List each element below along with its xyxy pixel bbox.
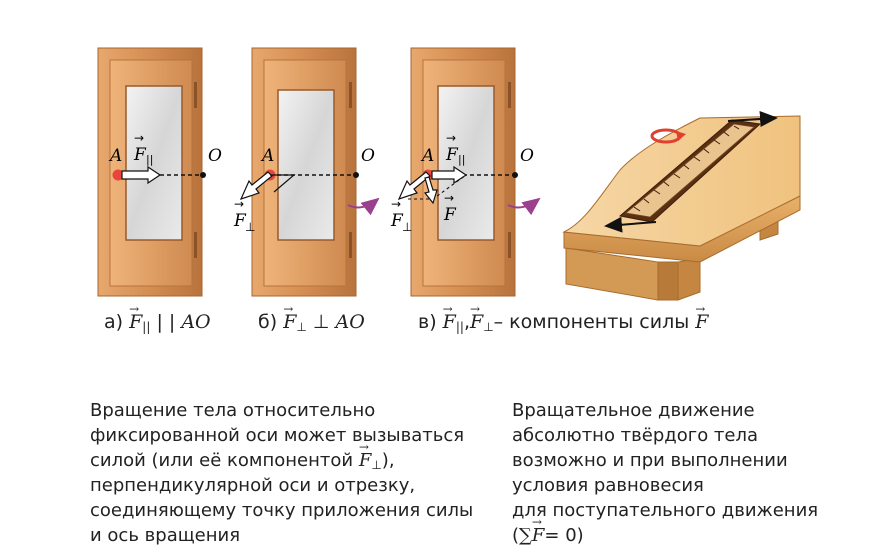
label-f-door-b: F [233,211,247,231]
caption-c-vector-par: F [443,297,456,334]
caption-c-vector-f: F [695,297,708,334]
right-line-6-pre: ( [512,525,520,546]
label-a-door-b: A [260,146,274,166]
left-line-3-sub: ⊥ [371,458,382,472]
caption-a: а) F|| | | AO [104,297,211,339]
caption-a-relation: | | [156,311,176,333]
caption-b: б) F⊥ ⊥ AO [258,297,365,339]
left-line-1: Вращение тела относительно [90,400,376,421]
left-paragraph: Вращение тела относительно фиксированной… [90,398,473,548]
left-line-5: соединяющему точку приложения силы [90,500,474,521]
caption-c-vector-perp: F [470,297,483,334]
right-line-2: абсолютно твёрдого тела [512,425,759,446]
axis-o-door-b [353,172,359,178]
left-line-6: и ось вращения [90,525,241,546]
right-line-6-sum: ∑ [519,525,532,546]
caption-c: в) F||,F⊥– компоненты силы F [418,297,708,339]
left-line-3-vector: F [359,435,372,473]
caption-a-vector: F [129,297,142,334]
right-line-1: Вращательное движение [512,400,755,421]
left-line-3-post: ), [381,450,395,471]
label-perp-door-b: ⊥ [245,220,255,234]
caption-a-ao: AO [181,311,211,333]
door-b: A O F → ⊥ [233,47,380,297]
right-line-6-vector: F [532,510,545,548]
rotation-arrow-b [347,197,380,216]
force-perpendicular-arrow-b [239,171,273,200]
left-line-2: фиксированной оси может вызываться [90,425,465,446]
right-paragraph: Вращательное движение абсолютно твёрдого… [512,398,818,548]
force-parallel-arrow-a [121,165,162,185]
rotation-arrow-c [507,197,541,216]
caption-b-sub: ⊥ [296,320,307,334]
left-line-4: перпендикулярной оси и отрезку, [90,475,416,496]
label-f-par-door-c: F [445,145,459,165]
force-arrow-top [727,111,778,127]
label-f-door-c: F [443,205,457,225]
label-f-perp-door-c: F [390,211,404,231]
caption-c-prefix: в) [418,311,437,333]
right-line-4: условия равновесия [512,475,704,496]
right-line-3: возможно и при выполнении [512,450,788,471]
force-total-b [270,174,296,193]
axis-o-door-a [200,172,206,178]
caption-b-vector: F [283,297,296,334]
vector-mark-par-door-c: → [446,131,456,145]
axis-o-door-c [512,172,518,178]
vector-mark-perp-door-c: → [391,197,401,211]
force-arrow-bottom [604,216,657,233]
label-o-door-a: O [208,146,222,166]
label-perp-door-c: ⊥ [402,220,412,234]
force-parallel-arrow-c [431,165,468,185]
left-line-3-pre: силой (или её компонентой [90,450,354,471]
label-par-door-a: || [146,153,153,166]
force-resultant-arrow-c [423,176,438,205]
caption-b-relation: ⊥ [312,311,330,333]
label-o-door-c: O [520,146,534,166]
caption-b-prefix: б) [258,311,278,333]
caption-c-sub-par: || [455,320,464,334]
label-a-door-a: A [108,146,122,166]
label-f-door-a: F [133,145,147,165]
vector-mark-door-b: → [234,197,244,211]
caption-c-sub-perp: ⊥ [483,320,494,334]
caption-a-sub: || [142,320,151,334]
vector-mark-door-a: → [134,131,144,145]
right-line-5: для поступательного движения [512,500,819,521]
door-a: A O F → || [97,47,222,297]
door-c: A O F → || F → ⊥ F → [390,47,541,297]
rotation-icon [650,128,686,144]
point-a-door-a [112,169,124,181]
left-line-3: силой (или её компонентой F⊥), [90,435,473,473]
right-line-6-post: = 0) [544,525,584,546]
label-o-door-b: O [361,146,375,166]
caption-c-suffix: – компоненты силы [493,311,690,333]
vector-mark-door-c: → [444,191,454,205]
caption-a-prefix: а) [104,311,124,333]
label-a-door-c: A [420,146,434,166]
caption-b-ao: AO [335,311,365,333]
ruler-ticks [633,125,740,212]
board-illustration [562,111,801,301]
right-line-6: (∑F= 0) [512,510,818,548]
label-par-door-c: || [458,153,465,166]
